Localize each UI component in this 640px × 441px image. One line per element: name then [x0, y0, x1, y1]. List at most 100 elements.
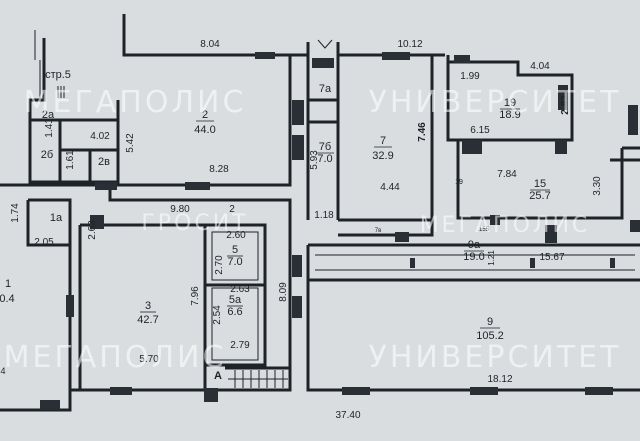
dim-2-63b: 2.63 — [230, 284, 250, 295]
wall-rooms-5 — [203, 223, 267, 367]
room-5-area: 7.0 — [227, 256, 242, 268]
dim-6-15: 6.15 — [470, 125, 490, 136]
room-2-area: 44.0 — [194, 124, 215, 136]
dim-18-12: 18.12 — [487, 374, 512, 385]
wall-room-15 — [456, 140, 624, 220]
dim-8-28: 8.28 — [209, 164, 229, 175]
hatch-26 — [410, 258, 415, 268]
hatch-25 — [110, 387, 132, 395]
vent-marks — [57, 39, 333, 98]
room-7b-area: 7.0 — [317, 153, 332, 165]
dim-37-40: 37.40 — [335, 410, 360, 421]
room-7-number: 7 — [380, 135, 386, 147]
hatch-8 — [395, 232, 409, 242]
hatch-28 — [610, 258, 615, 268]
hatch-16 — [292, 255, 302, 277]
dim-1-18: 1.18 — [314, 210, 334, 221]
hatch-1 — [255, 52, 275, 59]
room-2-number: 2 — [202, 109, 208, 121]
room-5a-number: 5а — [229, 294, 242, 306]
dim-15-67: 15.67 — [539, 252, 564, 263]
dim-2: 2 — [229, 204, 235, 215]
dim-4: 4 — [0, 366, 5, 376]
watermark-universitet-bottom: УНИВЕРСИТЕТ — [369, 340, 622, 375]
inner-lines — [34, 30, 635, 361]
wall-room-9 — [306, 245, 640, 392]
dim-5-93: 5.93 — [309, 150, 320, 170]
hatch-19 — [470, 387, 498, 395]
dim-19: 19 — [455, 179, 463, 186]
hatch-13 — [490, 215, 500, 225]
room-2v-number: 2в — [98, 156, 110, 168]
hatch-29 — [628, 105, 638, 135]
dim-1-61: 1.61 — [65, 150, 76, 170]
room-9a-area: 19.0 — [463, 251, 484, 263]
dim-7-96: 7.96 — [190, 286, 201, 306]
dim-4-44: 4.44 — [380, 182, 400, 193]
dim-8-09: 8.09 — [278, 282, 289, 302]
hatch-9 — [454, 55, 470, 63]
dim-10-12: 10.12 — [397, 39, 422, 50]
hatch-4 — [292, 100, 304, 125]
dim-7-46: 7.46 — [417, 122, 428, 142]
hatch-17 — [292, 296, 302, 318]
room-3-area: 42.7 — [137, 314, 158, 326]
hatch-3 — [95, 182, 117, 190]
hatch-22 — [90, 215, 104, 229]
dim-5-42: 5.42 — [125, 133, 136, 153]
wall-room-2 — [116, 14, 292, 187]
dim-2-83: 2.83 — [560, 95, 571, 115]
stairs — [228, 370, 288, 388]
hatch-12 — [555, 140, 567, 154]
room-5-number: 5 — [232, 244, 238, 256]
watermark-universitet-top: УНИВЕРСИТЕТ — [369, 85, 622, 120]
hatch-15 — [630, 220, 640, 232]
entrance-label: A — [214, 370, 222, 382]
watermark-partial-left: ГРОСИТ — [141, 211, 248, 236]
room-9a-number: 9а — [468, 239, 481, 251]
wall-room-3-outer — [0, 185, 292, 412]
hatch-11 — [462, 140, 482, 154]
watermark-megapolis-mid: МЕГАПОЛИС — [420, 213, 591, 238]
dim-4-04: 4.04 — [530, 61, 550, 72]
hatch-23 — [66, 295, 74, 317]
room-7b-number: 7б — [319, 141, 331, 153]
wall-hatches — [40, 52, 640, 410]
dim-2-05: 2.05 — [34, 237, 54, 248]
dim-2-79: 2.79 — [230, 340, 250, 351]
room-7v-number: 7в — [375, 228, 382, 234]
dim-1-74: 1.74 — [10, 203, 21, 223]
dim-1-21: 1.21 — [487, 250, 496, 266]
hatch-24 — [40, 400, 60, 410]
hatch-7 — [312, 58, 334, 68]
watermark-megapolis-top: МЕГАПОЛИС — [24, 85, 247, 120]
dim-3-30: 3.30 — [592, 176, 603, 196]
building-label: стр.5 — [45, 69, 71, 81]
room-2a-number: 2а — [42, 109, 55, 121]
label-underlines — [140, 108, 550, 329]
room-2b-number: 2б — [41, 149, 53, 161]
room-3-number: 3 — [145, 300, 151, 312]
room-5a-outline — [211, 287, 259, 361]
room-5a-area: 6.6 — [227, 306, 242, 318]
dim-155: 155 — [479, 227, 490, 233]
room-15-area: 25.7 — [529, 190, 550, 202]
hatch-21 — [204, 388, 218, 402]
dim-9-80: 9.80 — [170, 204, 190, 215]
hatch-27 — [530, 258, 535, 268]
watermark-megapolis-bottom: МЕГАПОЛИС — [4, 340, 227, 375]
dim-2-54: 2.54 — [212, 305, 223, 325]
hatch-14 — [545, 225, 557, 243]
walls — [0, 14, 640, 412]
dim-2-60: 2.60 — [226, 230, 246, 241]
hatch-5 — [292, 135, 304, 160]
dim-1-99: 1.99 — [460, 71, 480, 82]
room-15-number: 15 — [534, 178, 546, 190]
room-7-area: 32.9 — [372, 150, 393, 162]
hatch-18 — [342, 387, 370, 395]
hatch-10 — [558, 85, 568, 110]
dim-2-70: 2.70 — [214, 255, 225, 275]
wall-room-19 — [446, 55, 574, 142]
dim-1-41: 1.41 — [44, 118, 55, 138]
